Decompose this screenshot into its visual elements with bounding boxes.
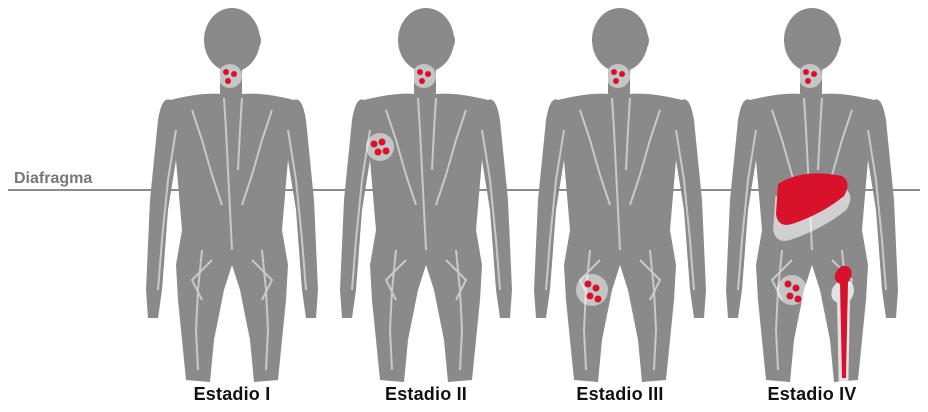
stage-label-4: Estadio IV xyxy=(722,384,902,405)
neck-node-cluster xyxy=(606,64,630,88)
figure-stage-2 xyxy=(340,8,512,382)
stage-label-3: Estadio III xyxy=(530,384,710,405)
figure-stage-4 xyxy=(726,8,898,409)
inguinal-node-cluster xyxy=(777,275,807,305)
figure-stage-3 xyxy=(534,8,706,382)
stage-label-2: Estadio II xyxy=(336,384,516,405)
inguinal-node-cluster xyxy=(576,274,608,306)
neck-node-cluster xyxy=(218,64,242,88)
stage-label-1: Estadio I xyxy=(142,384,322,405)
figure-stage-1 xyxy=(146,8,318,382)
diaphragm-label: Diafragma xyxy=(14,170,92,188)
neck-node-cluster xyxy=(412,64,436,88)
axillary-node-cluster xyxy=(366,133,394,161)
neck-node-cluster xyxy=(798,64,822,88)
